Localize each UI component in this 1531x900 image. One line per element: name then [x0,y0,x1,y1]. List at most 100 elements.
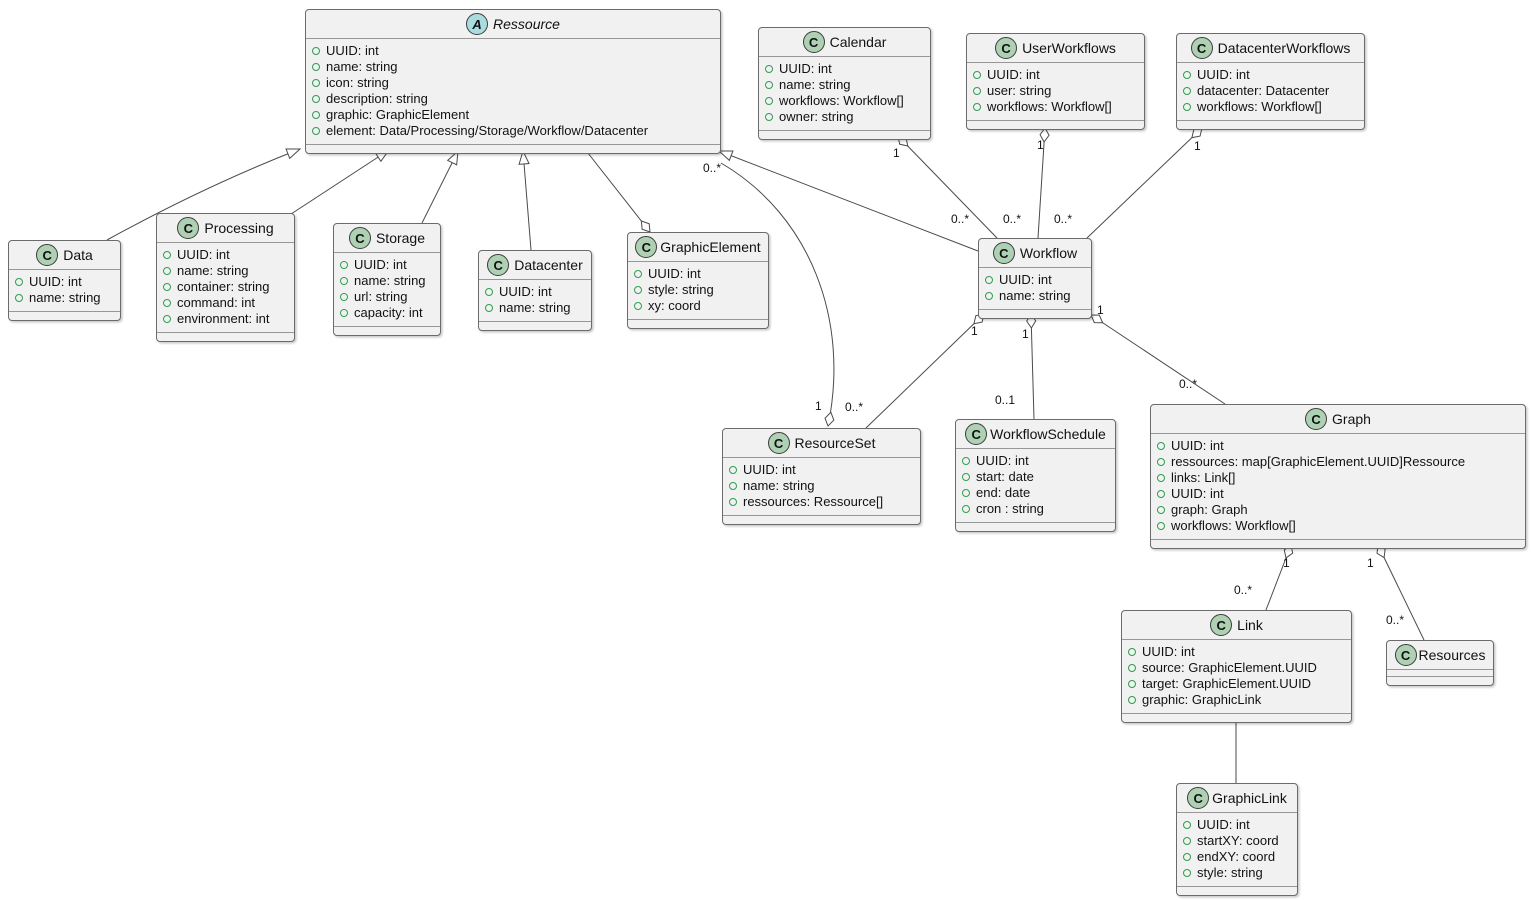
attribute: name: string [729,478,914,494]
field-visibility-icon [962,489,970,497]
class-box-datacenter: C Datacenter UUID: int name: string [478,250,592,331]
attributes-graphiclink: UUID: int startXY: coord endXY: coord st… [1177,813,1297,887]
class-box-calendar: C Calendar UUID: int name: string workfl… [758,27,931,140]
field-visibility-icon [485,304,493,312]
attributes-workflowschedule: UUID: int start: date end: date cron : s… [956,449,1115,523]
field-visibility-icon [163,251,171,259]
class-title: ResourceSet [794,435,876,451]
methods-compartment [723,516,920,524]
field-visibility-icon [312,79,320,87]
class-header-processing: C Processing [157,214,294,243]
field-visibility-icon [765,97,773,105]
attribute: UUID: int [340,257,434,273]
attributes-link: UUID: int source: GraphicElement.UUID ta… [1122,640,1351,714]
attribute: element: Data/Processing/Storage/Workflo… [312,123,714,139]
attribute: name: string [15,290,114,306]
class-title: DatacenterWorkflows [1217,40,1351,56]
class-title: GraphicElement [660,239,761,255]
class-header-datacenterworkflows: C DatacenterWorkflows [1177,34,1364,63]
edge-graph-resources-aggregation [1376,544,1425,641]
field-visibility-icon [1128,648,1136,656]
multiplicity-label: 1 [971,324,978,338]
class-box-graphicelement: C GraphicElement UUID: int style: string… [627,232,769,329]
class-title: Resources [1418,647,1486,663]
class-title: Workflow [1019,245,1078,261]
field-visibility-icon [985,276,993,284]
field-visibility-icon [340,309,348,317]
abstract-class-icon: A [466,13,489,35]
attribute: UUID: int [1183,817,1291,833]
field-visibility-icon [1157,458,1165,466]
field-visibility-icon [765,113,773,121]
field-visibility-icon [973,71,981,79]
class-icon: C [1305,408,1328,430]
attributes-graph: UUID: int ressources: map[GraphicElement… [1151,434,1525,540]
class-icon: C [1394,644,1417,666]
attribute: ressources: map[GraphicElement.UUID]Ress… [1157,454,1519,470]
attribute: UUID: int [973,67,1138,83]
attribute: endXY: coord [1183,849,1291,865]
attribute: name: string [765,77,924,93]
class-title: Graph [1332,411,1371,427]
field-visibility-icon [765,81,773,89]
attribute: UUID: int [1157,486,1519,502]
class-box-workflow: C Workflow UUID: int name: string [978,238,1092,319]
class-header-resources: C Resources [1387,641,1493,670]
field-visibility-icon [985,292,993,300]
class-icon: C [348,227,371,249]
class-header-workflowschedule: C WorkflowSchedule [956,420,1115,449]
methods-compartment [759,131,930,139]
attribute: workflows: Workflow[] [973,99,1138,115]
methods-compartment [1177,887,1297,895]
class-icon: C [177,217,200,239]
class-header-graphiclink: C GraphicLink [1177,784,1297,813]
attribute: name: string [985,288,1085,304]
multiplicity-label: 0..* [1054,212,1073,226]
field-visibility-icon [729,482,737,490]
attributes-graphicelement: UUID: int style: string xy: coord [628,262,768,320]
edge-datacenterworkflows-workflow-aggregation [1086,127,1203,239]
attribute: xy: coord [634,298,762,314]
attribute: icon: string [312,75,714,91]
attribute: startXY: coord [1183,833,1291,849]
class-box-graphiclink: C GraphicLink UUID: int startXY: coord e… [1176,783,1298,896]
field-visibility-icon [962,505,970,513]
class-title: Processing [204,220,274,236]
class-box-processing: C Processing UUID: int name: string cont… [156,213,295,342]
class-title: GraphicLink [1212,790,1287,806]
attribute: style: string [634,282,762,298]
attribute: UUID: int [962,453,1109,469]
field-visibility-icon [163,315,171,323]
class-box-storage: C Storage UUID: int name: string url: st… [333,223,441,336]
field-visibility-icon [485,288,493,296]
attribute: user: string [973,83,1138,99]
class-box-datacenterworkflows: C DatacenterWorkflows UUID: int datacent… [1176,33,1365,130]
multiplicity-label: 0..* [703,161,722,175]
attributes-calendar: UUID: int name: string workflows: Workfl… [759,57,930,131]
class-icon: C [1187,787,1210,809]
attribute: capacity: int [340,305,434,321]
attribute: container: string [163,279,288,295]
attribute: graph: Graph [1157,502,1519,518]
methods-compartment [967,121,1144,129]
field-visibility-icon [163,283,171,291]
edge-processing-extends-ressource [287,149,391,217]
class-icon: C [1190,37,1213,59]
attribute: datacenter: Datacenter [1183,83,1358,99]
edge-graph-link-aggregation [1265,544,1294,611]
multiplicity-label: 1 [1037,138,1044,152]
multiplicity-label: 0..* [845,400,864,414]
edge-workflow-extends-ressource [717,150,979,252]
class-icon: C [487,254,510,276]
class-title: UserWorkflows [1022,40,1116,56]
edge-resourceset-ressource-aggregation [720,162,835,427]
field-visibility-icon [312,47,320,55]
multiplicity-label: 0..* [1003,212,1022,226]
attributes-datacenter: UUID: int name: string [479,280,591,322]
field-visibility-icon [634,302,642,310]
attribute: target: GraphicElement.UUID [1128,676,1345,692]
multiplicity-label: 1 [1367,556,1374,570]
class-title: WorkflowSchedule [990,426,1106,442]
attribute: graphic: GraphicElement [312,107,714,123]
